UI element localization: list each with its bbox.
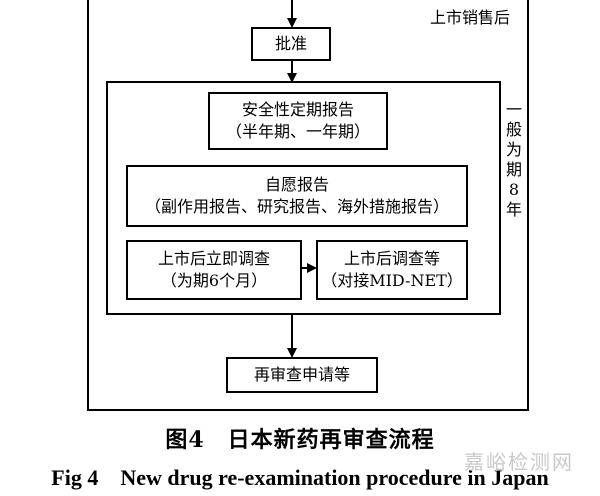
approval-box: 批准 xyxy=(251,27,331,61)
early-survey-box: 上市后立即调查 （为期6个月） xyxy=(126,240,302,300)
psr-line2: （半年期、一年期） xyxy=(225,122,370,141)
early-survey-line2: （为期6个月） xyxy=(160,271,268,290)
psr-box: 安全性定期报告 （半年期、一年期） xyxy=(208,92,388,150)
period-label: 一般为期8年 xyxy=(505,100,522,219)
watermark: 嘉峪检测网 xyxy=(464,450,574,474)
voluntary-box: 自愿报告 （副作用报告、研究报告、海外措施报告） xyxy=(126,165,468,227)
psr-line1: 安全性定期报告 xyxy=(241,100,354,119)
post-survey-line1: 上市后调查等 xyxy=(343,249,440,268)
reexam-box: 再审查申请等 xyxy=(226,357,378,393)
early-survey-line1: 上市后立即调查 xyxy=(157,249,270,268)
period-frame xyxy=(106,81,501,315)
approval-label: 批准 xyxy=(274,34,307,53)
post-marketing-frame xyxy=(87,0,529,411)
outer-label: 上市销售后 xyxy=(430,8,511,27)
caption-cn: 图4 日本新药再审查流程 xyxy=(165,427,435,453)
voluntary-line2: （副作用报告、研究报告、海外措施报告） xyxy=(144,197,449,216)
voluntary-line1: 自愿报告 xyxy=(264,175,329,194)
caption-en: Fig 4 New drug re-examination procedure … xyxy=(51,465,549,490)
post-survey-box: 上市后调查等 （对接MID-NET） xyxy=(316,240,468,300)
reexam-label: 再审查申请等 xyxy=(253,365,350,384)
post-survey-line2: （对接MID-NET） xyxy=(321,271,463,290)
